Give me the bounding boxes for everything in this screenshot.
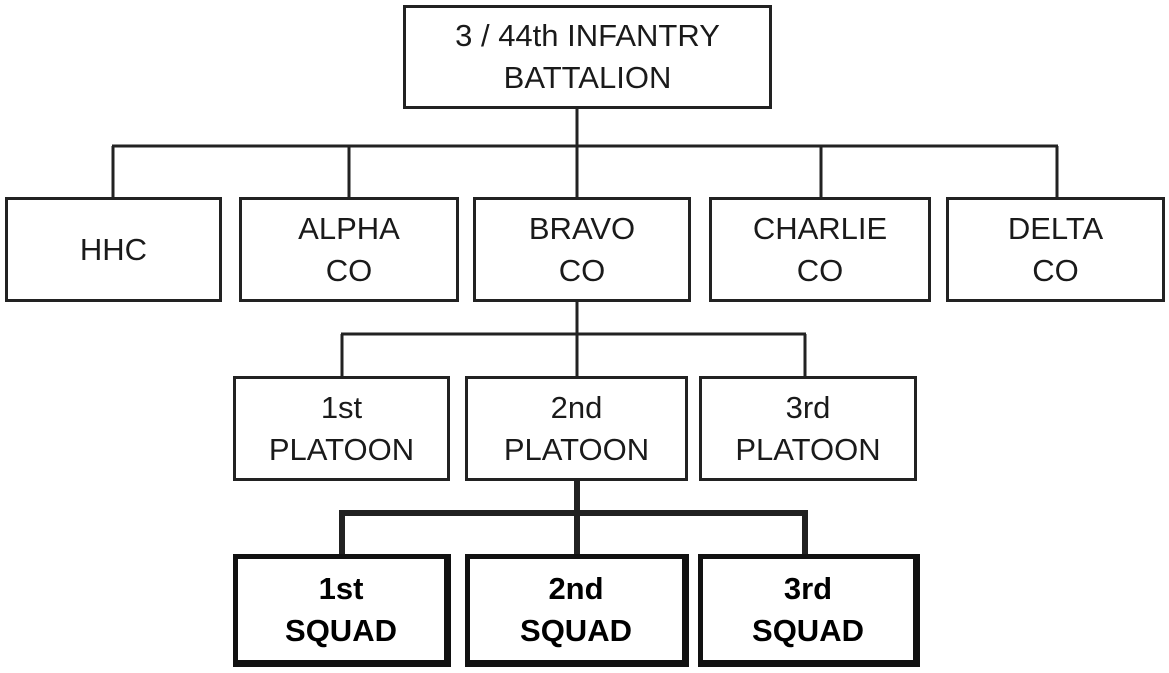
squad-box-1st: 1st SQUAD [233,554,451,667]
company-label-line2: CO [325,252,373,288]
platoon-label-line1: 2nd [550,389,603,425]
company-box-alpha: ALPHA CO [239,197,459,302]
platoon-box-2nd: 2nd PLATOON [465,376,688,481]
company-label-line1: CHARLIE [752,210,888,246]
squad-label-line1: 3rd [783,570,833,606]
company-label-line1: DELTA [1007,210,1104,246]
platoon-box-1st: 1st PLATOON [233,376,450,481]
company-box-hhc: HHC [5,197,222,302]
company-label-line2: CO [558,252,606,288]
company-box-bravo: BRAVO CO [473,197,691,302]
squad-box-2nd: 2nd SQUAD [465,554,689,667]
battalion-box: 3 / 44th INFANTRY BATTALION [403,5,772,109]
company-label-line1: HHC [79,231,148,267]
platoon-label-line1: 3rd [785,389,831,425]
platoon-box-3rd: 3rd PLATOON [699,376,917,481]
squad-box-3rd: 3rd SQUAD [698,554,920,667]
battalion-label-line1: 3 / 44th INFANTRY [455,18,720,53]
platoon-label-line2: PLATOON [735,431,881,467]
platoon-label-line1: 1st [320,389,363,425]
squad-label-line2: SQUAD [520,612,632,648]
company-box-delta: DELTA CO [946,197,1165,302]
platoon-label-line2: PLATOON [268,431,415,467]
squad-label-line2: SQUAD [285,612,397,648]
company-box-charlie: CHARLIE CO [709,197,931,302]
company-label-line2: CO [796,252,844,288]
platoon-label-line2: PLATOON [503,431,650,467]
company-label-line1: BRAVO [528,210,636,246]
squad-label-line1: 1st [318,570,364,606]
company-label-line1: ALPHA [298,210,400,246]
squad-label-line1: 2nd [548,570,604,606]
squad-label-line2: SQUAD [752,612,864,648]
battalion-label-line2: BATTALION [503,60,672,95]
company-label-line2: CO [1032,252,1079,288]
